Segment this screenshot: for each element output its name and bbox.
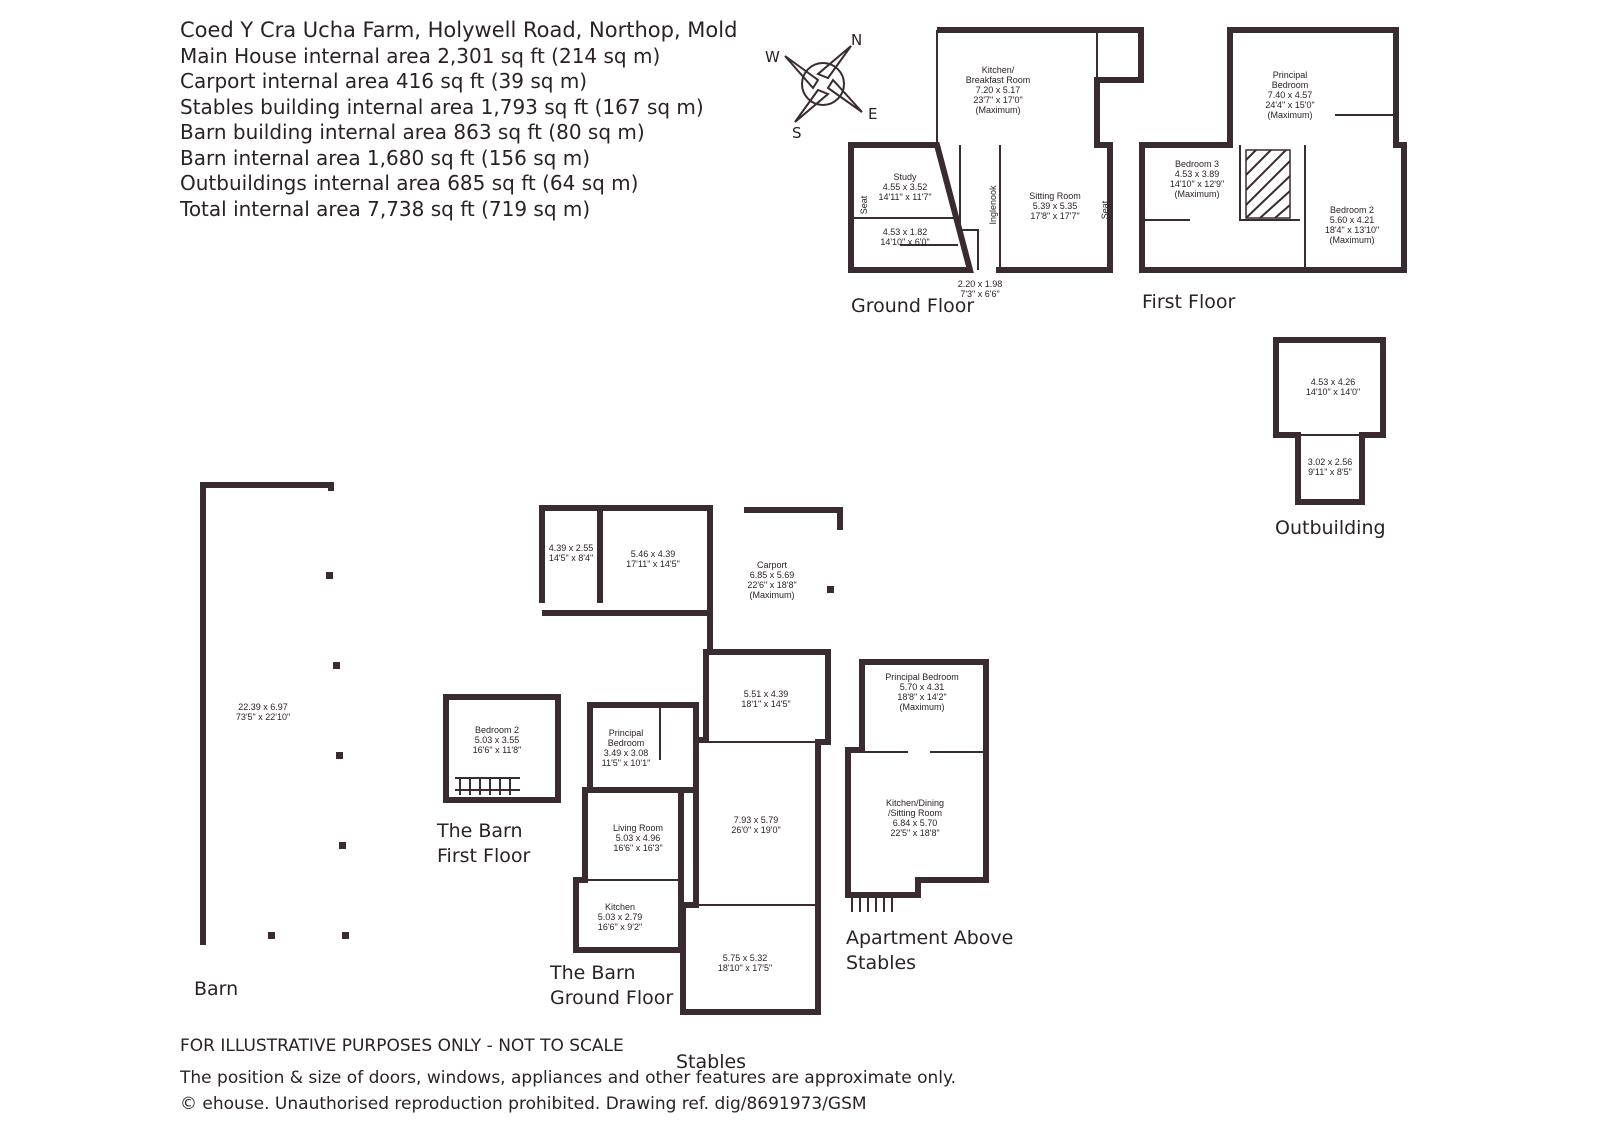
- property-title: Coed Y Cra Ucha Farm, Holywell Road, Nor…: [180, 18, 738, 42]
- section-apartment-2: Stables: [846, 952, 916, 974]
- area-line: Carport internal area 416 sq ft (39 sq m…: [180, 69, 588, 93]
- compass-n: N: [851, 31, 862, 49]
- compass-e: E: [868, 105, 877, 123]
- section-ground-floor: Ground Floor: [851, 295, 974, 317]
- area-summary: Coed Y Cra Ucha Farm, Holywell Road, Nor…: [180, 18, 737, 222]
- area-line: Total internal area 7,738 sq ft (719 sq …: [180, 196, 591, 221]
- section-outbuilding: Outbuilding: [1275, 517, 1386, 539]
- disclaimer-text: The position & size of doors, windows, a…: [180, 1068, 957, 1088]
- section-barn-ff-1: The Barn: [436, 820, 523, 842]
- disclaimer-title: FOR ILLUSTRATIVE PURPOSES ONLY - NOT TO …: [180, 1036, 624, 1056]
- inglenook-label: Inglenook: [988, 185, 998, 225]
- area-line: Barn building internal area 863 sq ft (8…: [180, 120, 645, 144]
- section-first-floor: First Floor: [1142, 291, 1235, 313]
- area-line: Barn internal area 1,680 sq ft (156 sq m…: [180, 145, 590, 170]
- seat-label: Seat: [859, 195, 869, 214]
- area-line: Outbuildings internal area 685 sq ft (64…: [180, 171, 639, 195]
- area-line: Stables building internal area 1,793 sq …: [180, 94, 704, 119]
- compass-s: S: [792, 124, 802, 142]
- compass-icon: N E S W: [765, 31, 877, 142]
- area-line: Main House internal area 2,301 sq ft (21…: [180, 43, 661, 68]
- section-apartment-1: Apartment Above: [846, 927, 1013, 949]
- section-barn-gf-2: Ground Floor: [550, 987, 673, 1009]
- compass-w: W: [765, 48, 780, 66]
- section-barn: Barn: [194, 978, 238, 1000]
- section-barn-ff-2: First Floor: [437, 845, 530, 867]
- seat-label: Seat: [1100, 200, 1110, 219]
- copyright-text: © ehouse. Unauthorised reproduction proh…: [180, 1094, 867, 1114]
- section-stables: Stables: [676, 1051, 746, 1073]
- section-barn-gf-1: The Barn: [549, 962, 636, 984]
